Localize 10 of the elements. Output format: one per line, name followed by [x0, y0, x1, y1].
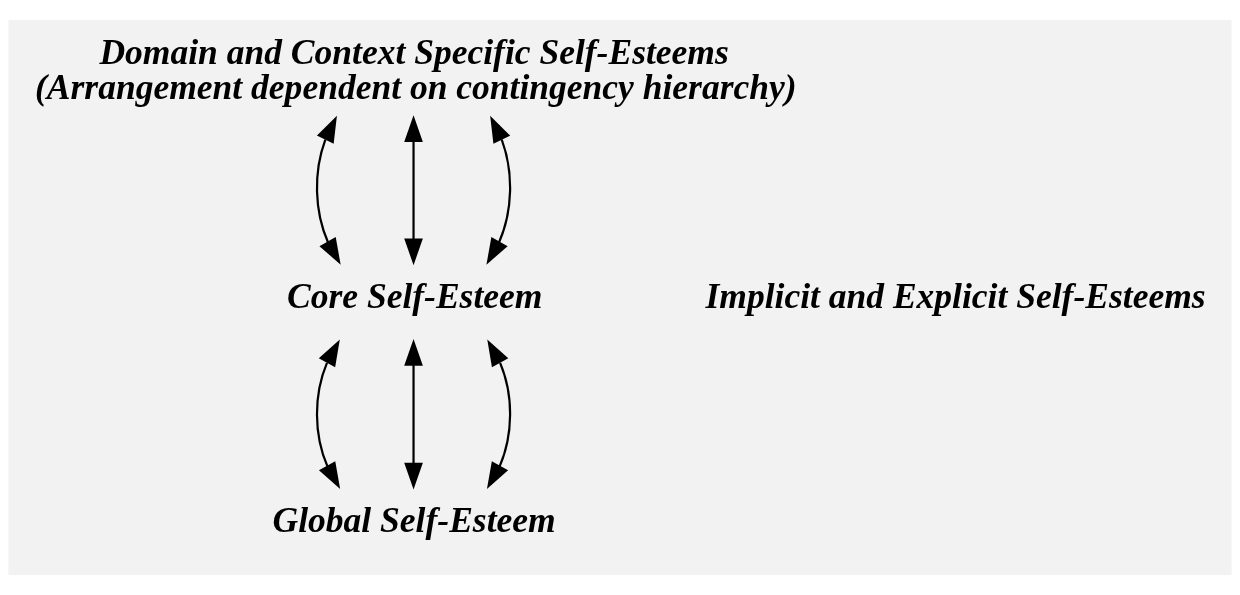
arrow: [486, 339, 512, 489]
arrow: [404, 115, 423, 266]
arrow: [315, 339, 341, 489]
arrow: [315, 115, 341, 265]
arrow: [486, 115, 512, 265]
node-text: Core Self-Esteem: [287, 276, 543, 317]
node-text: Domain and Context Specific Self-Esteems (Arrangement dependent on contingency hierarchy): [35, 31, 797, 108]
label: Implicit and Explicit Self-Esteems: [705, 276, 1206, 317]
node-text: Global Self-Esteem: [272, 500, 556, 541]
arrow: [404, 339, 423, 490]
